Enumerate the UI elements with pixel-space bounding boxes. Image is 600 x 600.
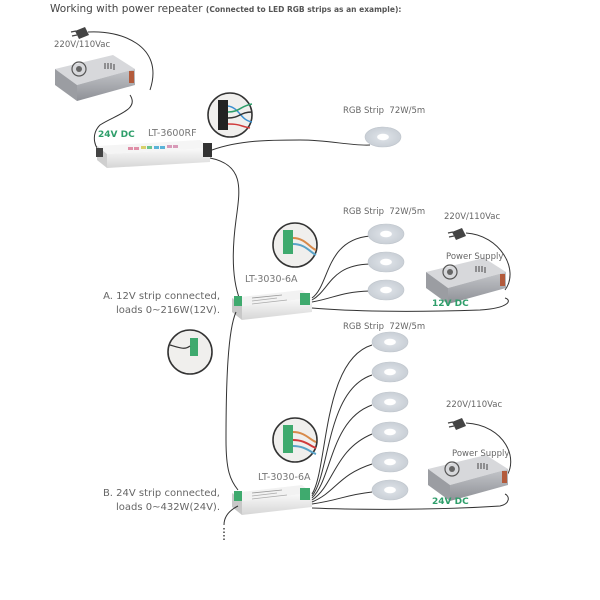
note-b-line1: B. 24V strip connected,: [102, 488, 220, 499]
rgb-strip-reel-b1: [371, 331, 409, 353]
strip-type: RGB Strip: [343, 106, 385, 116]
note-a: A. 12V strip connected, loads 0~216W(12V…: [100, 290, 220, 318]
power-supply-b-icon: [427, 454, 509, 502]
psu-b-cable: [311, 493, 509, 510]
repeater-b: [231, 484, 313, 516]
connector-detail-circle: [207, 92, 253, 138]
repeater-model-a: LT-3030-6A: [245, 274, 298, 285]
ac-input-label-top: 220V/110Vac: [54, 40, 111, 50]
rgb-strip-reel-a3: [367, 279, 405, 301]
psu-label-a: Power Supply: [446, 252, 504, 262]
strip-type: RGB Strip: [343, 207, 385, 217]
dc-output-label-b: 24V DC: [432, 497, 469, 507]
note-a-line1: A. 12V strip connected,: [103, 291, 220, 302]
psu-label-b: Power Supply: [452, 449, 510, 459]
rgb-strip-reel-b2: [371, 361, 409, 383]
signal-cable-to-b: [225, 311, 239, 491]
section-b: [223, 331, 512, 542]
rgb-strip-reel-b6: [371, 479, 409, 501]
strip-rating: 72W/5m: [389, 207, 426, 217]
title-subtitle: (Connected to LED RGB strips as an examp…: [205, 5, 402, 14]
signal-cable-to-a: [209, 157, 241, 301]
note-b-line2: loads 0~432W(24V).: [115, 502, 220, 513]
strip-label-a: RGB Strip 72W/5m: [343, 207, 425, 217]
note-b: B. 24V strip connected, loads 0~432W(24V…: [100, 487, 220, 515]
ac-input-label-a: 220V/110Vac: [444, 212, 501, 222]
strip-type: RGB Strip: [343, 322, 385, 332]
strip-wire-top: [211, 139, 371, 151]
rgb-strip-reel-b4: [371, 421, 409, 443]
strip-rating: 72W/5m: [389, 322, 426, 332]
strip-rating: 72W/5m: [389, 106, 426, 116]
section-a: [167, 222, 511, 491]
ac-input-label-b: 220V/110Vac: [446, 400, 503, 410]
strip-label-top: RGB Strip 72W/5m: [343, 106, 425, 116]
ac-plug-icon: [70, 26, 90, 40]
diagram-title: Working with power repeater (Connected t…: [50, 3, 401, 15]
strip-label-b: RGB Strip 72W/5m: [343, 322, 425, 332]
ac-plug-icon-a: [447, 227, 467, 241]
connector-detail: [218, 100, 253, 130]
repeater-a: [231, 289, 313, 321]
rgb-strip-reel-b5: [371, 451, 409, 473]
top-section: [54, 26, 402, 301]
controller-model-label: LT-3600RF: [148, 128, 197, 139]
psu-a-cable: [311, 297, 509, 312]
rgb-strip-reel-a1: [367, 223, 405, 245]
ac-cord: [87, 31, 154, 91]
rgb-strip-reel-b3: [371, 391, 409, 413]
note-a-line2: loads 0~216W(12V).: [115, 305, 220, 316]
rgb-strip-reel-a2: [367, 251, 405, 273]
title-main: Working with power repeater: [50, 3, 203, 15]
power-supply-icon: [54, 54, 136, 102]
dc-cable: [93, 94, 133, 153]
power-supply-a-icon: [425, 257, 507, 305]
lt-3600rf-controller: [96, 140, 212, 168]
dc-output-label-a: 12V DC: [432, 299, 469, 309]
dc-output-label-top: 24V DC: [98, 130, 135, 140]
repeater-model-b: LT-3030-6A: [258, 472, 311, 483]
terminal-detail: [283, 230, 293, 254]
ac-plug-icon-b: [447, 417, 467, 431]
rgb-strip-reel-top: [364, 126, 402, 148]
